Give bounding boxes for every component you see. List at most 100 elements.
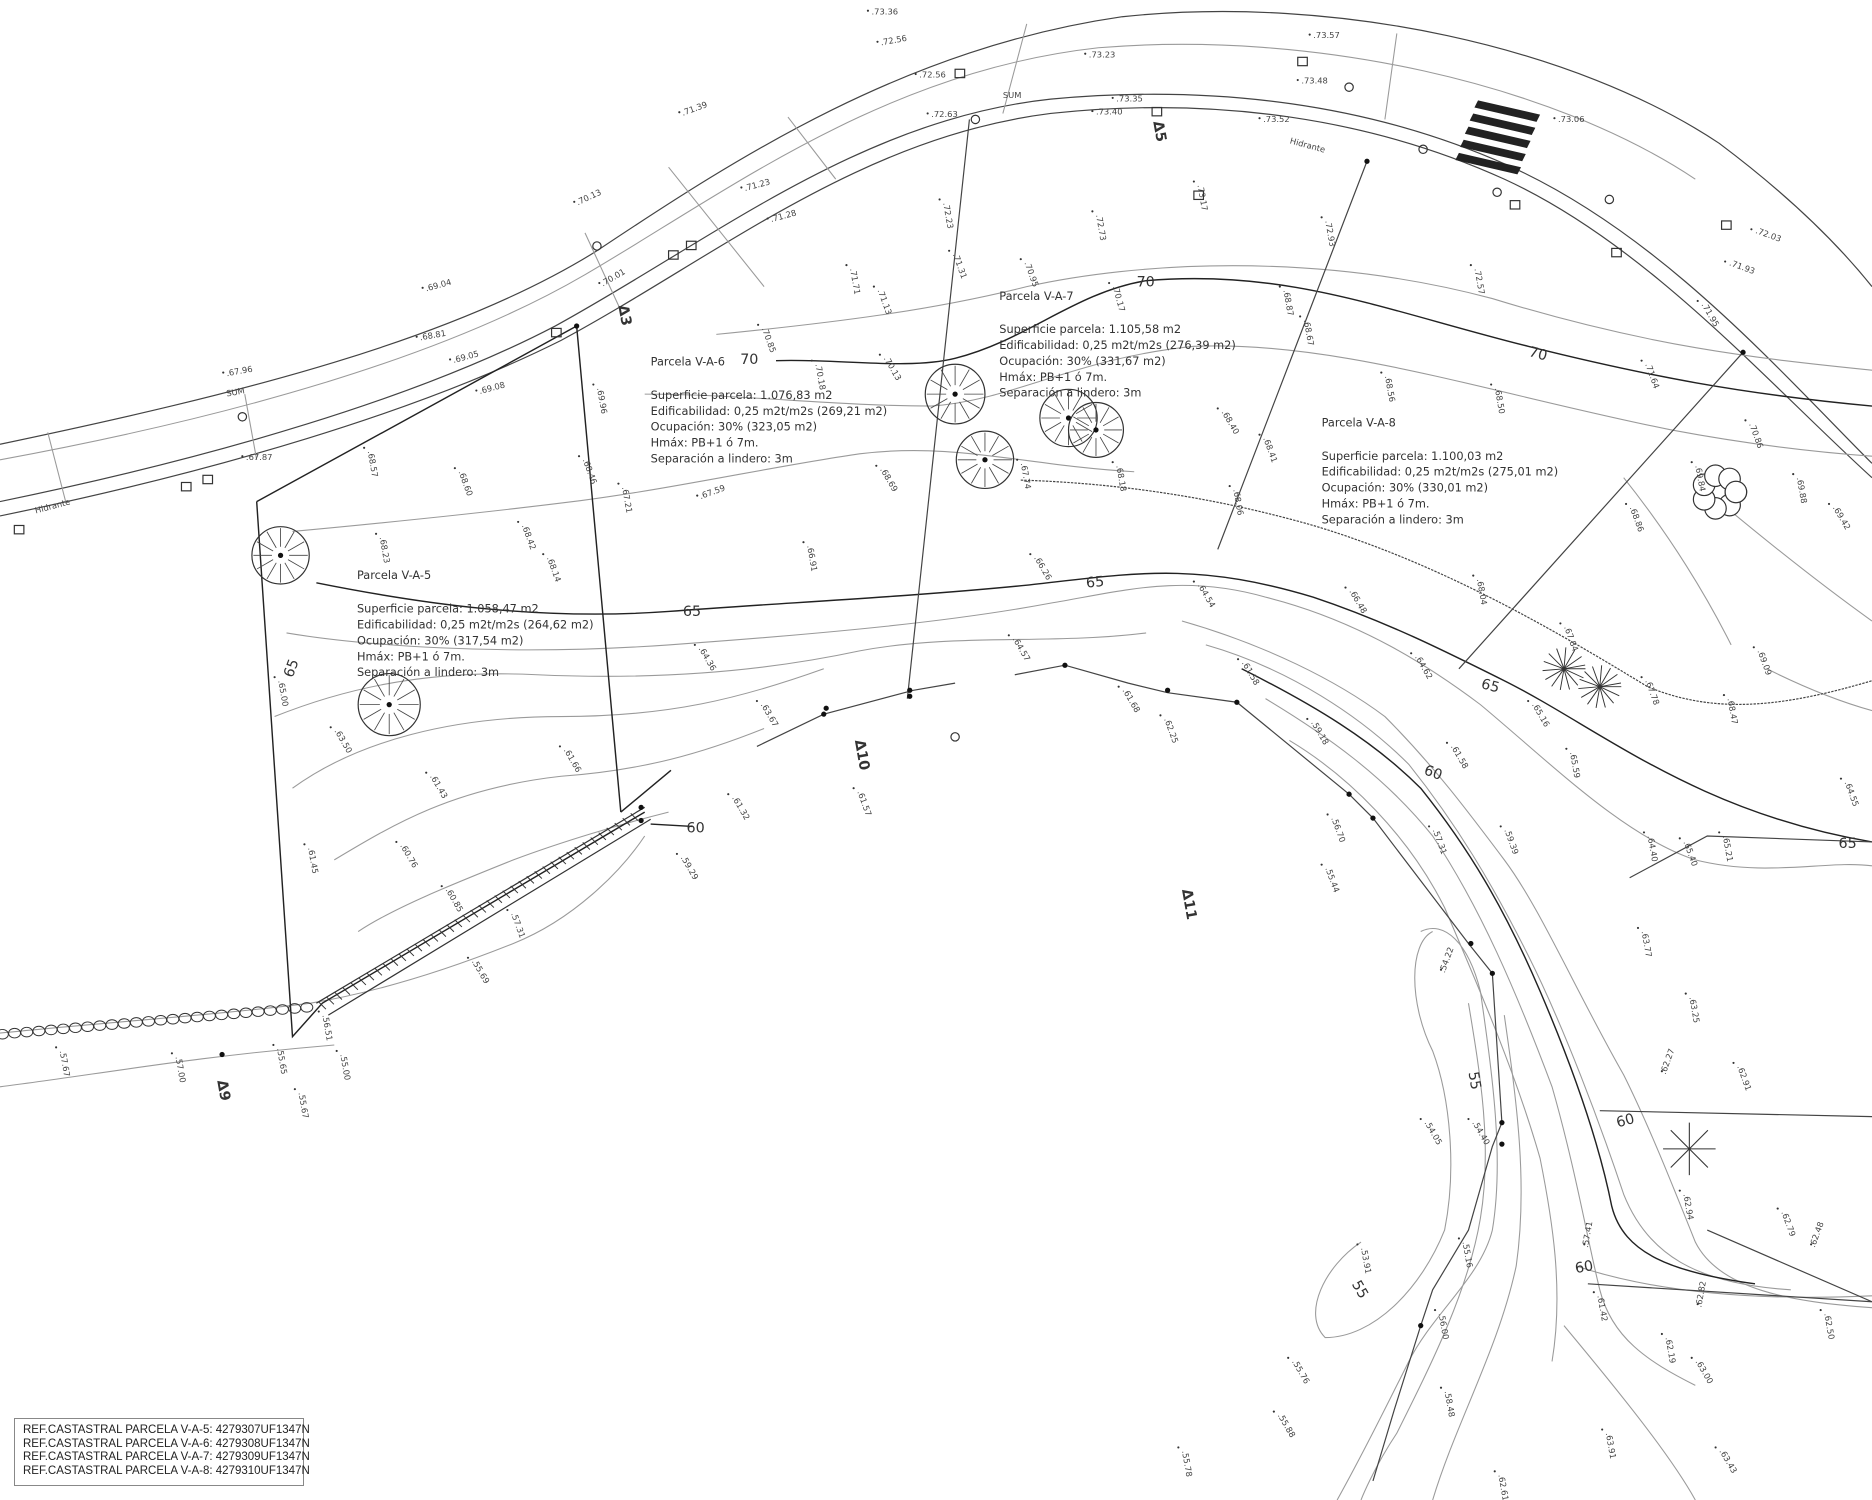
tree-branch — [970, 467, 982, 484]
spot-elevation: .55.65 — [275, 1047, 289, 1075]
spot-elevation: .71.28 — [769, 208, 797, 225]
road — [0, 10, 1872, 517]
spot-point — [272, 1043, 275, 1047]
street-label: SUM — [1003, 90, 1022, 100]
parcel-hmax: Hmáx: PB+1 ó 7m. — [999, 370, 1107, 384]
wall-edge — [316, 806, 645, 1004]
spot-point — [1457, 1237, 1460, 1240]
tree-branch — [992, 445, 1009, 456]
survey-point — [907, 687, 913, 693]
spot-point — [1228, 484, 1231, 488]
survey-point — [1062, 662, 1068, 668]
spot-point — [1111, 96, 1114, 100]
parcel-name: Parcela V-A-6 — [651, 354, 725, 368]
spot-point — [1216, 407, 1219, 410]
wall-hatch — [334, 991, 343, 1000]
survey-point — [1364, 158, 1370, 164]
shrub-icon — [1670, 1148, 1690, 1168]
survey-station: Δ10 — [851, 738, 872, 771]
spot-point — [1272, 1410, 1275, 1413]
spot-point — [449, 358, 452, 361]
cadastral-ref: REF.CASTASTRAL PARCELA V-A-6: 4279308UF1… — [23, 1437, 310, 1450]
parcel-separacion: Separación a lindero: 3m — [1322, 512, 1464, 526]
spot-point — [1091, 210, 1094, 213]
spot-elevation: .54.22 — [1437, 946, 1455, 974]
spot-point — [1493, 1470, 1496, 1473]
wall-hatch — [486, 900, 495, 908]
spot-point — [1299, 315, 1302, 318]
spot-point — [466, 956, 470, 959]
spot-elevation: .72.23 — [941, 202, 955, 230]
wall-edge — [328, 818, 651, 1016]
wall-hatch — [438, 929, 447, 937]
tree-branch — [1044, 404, 1062, 415]
marker-square — [667, 250, 679, 260]
spot-elevation: .71.23 — [743, 176, 771, 193]
palm-tree-icon — [1563, 649, 1576, 670]
spot-point — [598, 281, 601, 285]
spot-elevation: .65.21 — [1721, 835, 1735, 863]
survey-point — [1740, 349, 1746, 355]
spot-point — [1016, 458, 1019, 461]
street-label: SUM — [225, 385, 245, 398]
spot-point — [1690, 1356, 1693, 1359]
parcel-ocupacion: Ocupación: 30% (330,01 m2) — [1322, 481, 1488, 495]
tree-branch — [256, 559, 274, 570]
spot-elevation: .62.94 — [1681, 1193, 1695, 1221]
wall-hatch — [462, 914, 471, 923]
spot-point — [766, 217, 769, 220]
tree-branch — [970, 436, 982, 453]
spot-elevation: .63.50 — [333, 727, 355, 755]
spot-elevation: .68.50 — [1493, 387, 1507, 415]
parcel-edificabilidad: Edificabilidad: 0,25 m2t/m2s (269,21 m2) — [651, 404, 888, 418]
spot-elevation: .53.91 — [1359, 1247, 1373, 1275]
spot-elevation: .63.25 — [1687, 996, 1701, 1024]
wall-stone — [166, 1013, 180, 1025]
tree-branch — [266, 531, 277, 549]
spot-elevation: .68.47 — [1726, 697, 1740, 725]
spot-elevation: .71.39 — [680, 99, 708, 117]
tree-branch — [959, 369, 970, 387]
spot-elevation: .65.00 — [276, 679, 290, 707]
spot-elevation: .73.48 — [1301, 76, 1328, 86]
wall-stone — [44, 1024, 58, 1036]
survey-point — [219, 1051, 225, 1058]
spot-elevation: .68.06 — [1231, 488, 1245, 516]
survey-point — [821, 711, 827, 717]
wall-stone — [0, 1028, 9, 1040]
parcel-edificabilidad: Edificabilidad: 0,25 m2t/m2s (275,01 m2) — [1322, 465, 1559, 479]
tree-branch — [930, 398, 948, 409]
spot-elevation: .68.23 — [378, 536, 392, 564]
spot-point — [802, 541, 805, 544]
spot-elevation: .68.67 — [1302, 319, 1316, 347]
wall-stone — [239, 1007, 253, 1018]
parcel-edificabilidad: Edificabilidad: 0,25 m2t/m2s (264,62 m2) — [357, 618, 594, 632]
spot-elevation: .68.60 — [457, 469, 475, 497]
spot-point — [1827, 502, 1831, 506]
palm-tree-icon — [1591, 666, 1601, 687]
spot-point — [1601, 1428, 1604, 1431]
palm-tree-icon — [1548, 653, 1565, 670]
palm-tree-icon — [1545, 668, 1565, 680]
spot-point — [1007, 634, 1010, 637]
spot-elevation: .54.40 — [1470, 1119, 1492, 1147]
spot-elevation: .63.00 — [1694, 1357, 1716, 1385]
spot-elevation: .71.71 — [848, 267, 862, 295]
parcel-name: Parcela V-A-7 — [999, 289, 1073, 303]
tree-branch — [959, 401, 970, 419]
spot-elevation: .69.42 — [1831, 504, 1853, 532]
spot-elevation: .64.62 — [1413, 653, 1435, 681]
spot-point — [1159, 714, 1162, 717]
spot-point — [1696, 299, 1699, 303]
marker-square — [1151, 106, 1163, 117]
spot-point — [1356, 1243, 1359, 1246]
survey-point — [638, 817, 644, 824]
palm-tree-icon — [1587, 686, 1601, 705]
spot-point — [1427, 825, 1431, 828]
wall-stone — [142, 1016, 155, 1027]
spot-elevation: .60.85 — [444, 886, 466, 914]
wall-hatch — [350, 982, 359, 991]
spot-elevation: .56.00 — [1437, 1312, 1451, 1340]
contour-label: 65 — [683, 604, 701, 620]
